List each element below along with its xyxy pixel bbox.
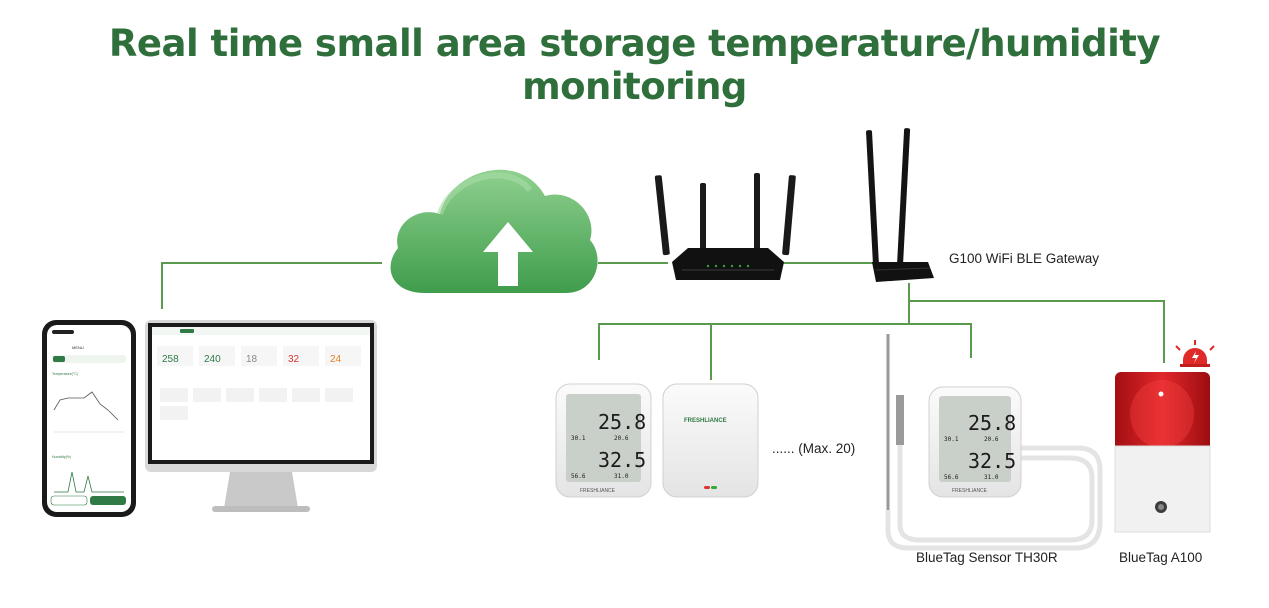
line-cloud-to-devices — [162, 263, 382, 309]
svg-text:20.6: 20.6 — [984, 436, 999, 443]
svg-text:31.0: 31.0 — [614, 473, 629, 480]
line-gateway-to-alarm — [909, 301, 1164, 363]
svg-text:56.6: 56.6 — [571, 473, 586, 480]
gateway-icon — [866, 128, 934, 282]
dashboard-stat-value: 32 — [288, 354, 300, 365]
svg-text:32.5: 32.5 — [968, 449, 1016, 473]
svg-text:20.6: 20.6 — [614, 435, 629, 442]
phone-icon: MENU Temperature(°C) Humidity(%) — [42, 320, 136, 517]
alarm-siren-icon — [1115, 340, 1214, 532]
sensor-label: BlueTag Sensor TH30R — [916, 550, 1058, 565]
router-icon — [655, 173, 796, 280]
svg-text:Temperature(°C): Temperature(°C) — [52, 372, 78, 376]
svg-text:30.1: 30.1 — [944, 436, 959, 443]
dashboard-stat-value: 18 — [246, 354, 258, 365]
alarm-label: BlueTag A100 — [1119, 550, 1202, 565]
cloud-upload-icon — [391, 170, 598, 293]
sensor-th30r-probe: 25.8 30.1 20.6 32.5 56.6 31.0 FRESHLIANC… — [888, 334, 1100, 548]
siren-light-icon — [1176, 340, 1214, 367]
dashboard-stat-value: 240 — [204, 354, 221, 365]
dashboard-stats: 258 240 18 32 24 — [157, 346, 361, 366]
ble-sensor-device: FRESHLIANCE — [663, 384, 758, 497]
svg-text:MENU: MENU — [72, 345, 84, 350]
svg-text:FRESHLIANCE: FRESHLIANCE — [952, 488, 988, 494]
svg-text:30.1: 30.1 — [571, 435, 586, 442]
gateway-label: G100 WiFi BLE Gateway — [949, 251, 1099, 266]
svg-text:FRESHLIANCE: FRESHLIANCE — [684, 418, 727, 424]
svg-text:Humidity(%): Humidity(%) — [52, 455, 71, 459]
svg-text:25.8: 25.8 — [968, 411, 1016, 435]
svg-text:FRESHLIANCE: FRESHLIANCE — [580, 488, 616, 494]
svg-text:31.0: 31.0 — [984, 474, 999, 481]
max-sensors-label: ...... (Max. 20) — [772, 441, 855, 456]
dashboard-stat-value: 258 — [162, 354, 179, 365]
dashboard-stat-value: 24 — [330, 354, 342, 365]
svg-text:32.5: 32.5 — [598, 448, 646, 472]
line-sensor-bus — [599, 324, 971, 360]
lcd-ch1-temp: 25.8 — [598, 410, 646, 434]
monitor-icon: 258 240 18 32 24 — [145, 320, 377, 512]
sensor-th30r-1: 25.8 30.1 20.6 32.5 56.6 31.0 FRESHLIANC… — [556, 384, 651, 497]
svg-text:56.6: 56.6 — [944, 474, 959, 481]
